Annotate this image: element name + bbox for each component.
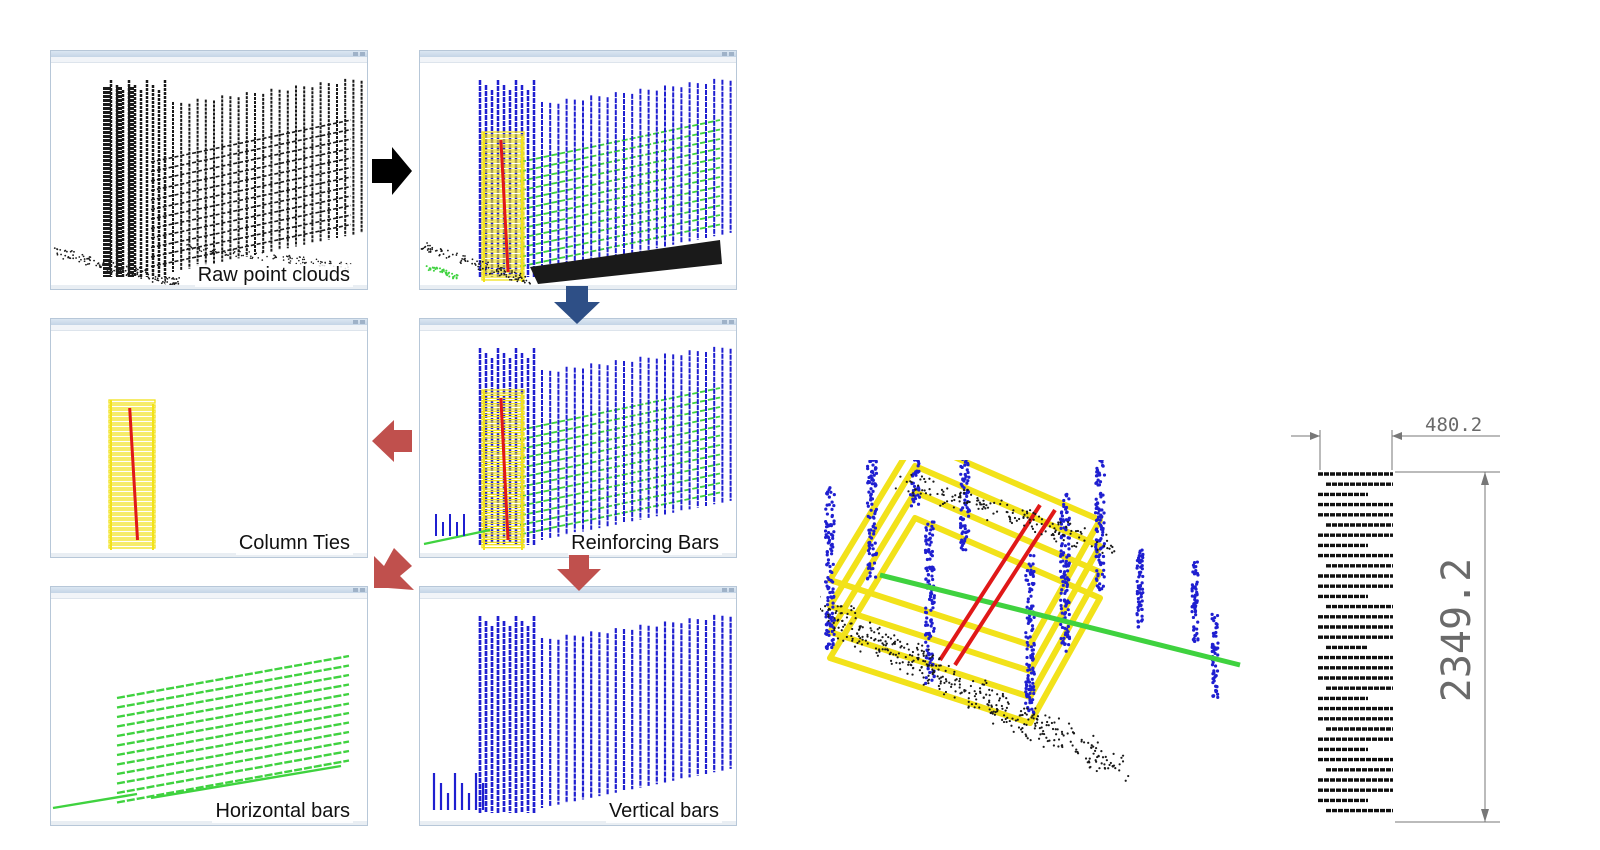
- panel-label-horizontal: Horizontal bars: [212, 800, 353, 823]
- panel-vertical-bars: Vertical bars: [419, 586, 737, 826]
- window-titlebar: [420, 51, 736, 57]
- raw-point-cloud: [53, 78, 363, 287]
- window-titlebar: [51, 319, 367, 325]
- window-toolbar: [51, 57, 367, 63]
- arrow-down-icon: [554, 286, 600, 324]
- window-statusbar: [420, 821, 736, 825]
- arrow-down-icon: [557, 555, 601, 591]
- window-statusbar: [51, 821, 367, 825]
- window-toolbar: [420, 593, 736, 599]
- panel-segmented: [419, 50, 737, 290]
- panel-label-raw: Raw point clouds: [194, 264, 353, 287]
- window-statusbar: [51, 553, 367, 557]
- window-statusbar: [51, 285, 367, 289]
- arrow-right-icon: [372, 147, 412, 195]
- panel-label-vertical: Vertical bars: [605, 800, 722, 823]
- dimension-height: 2349.2: [1434, 558, 1480, 703]
- column-ties-view: [108, 399, 156, 550]
- window-toolbar: [51, 593, 367, 599]
- segmented-point-cloud: [420, 78, 732, 285]
- panel-label-ties: Column Ties: [235, 532, 353, 555]
- window-toolbar: [420, 325, 736, 331]
- window-titlebar: [51, 51, 367, 57]
- rebar-cage-3d-view: [820, 460, 1241, 782]
- window-toolbar: [420, 57, 736, 63]
- dimension-width: 480.2: [1425, 414, 1482, 436]
- arrow-down-left-icon: [374, 548, 414, 590]
- panel-column-ties: Column Ties: [50, 318, 368, 558]
- panel-horizontal-bars: Horizontal bars: [50, 586, 368, 826]
- panel-label-reinforcing: Reinforcing Bars: [568, 532, 722, 555]
- window-toolbar: [51, 325, 367, 331]
- vertical-bars-view: [432, 614, 732, 813]
- arrow-left-icon: [372, 420, 412, 462]
- window-titlebar: [51, 587, 367, 593]
- horizontal-bars-view: [52, 654, 350, 810]
- reinforcing-bars-view: [423, 346, 732, 550]
- panel-raw-point-clouds: Raw point clouds: [50, 50, 368, 290]
- panel-reinforcing-bars: Reinforcing Bars: [419, 318, 737, 558]
- column-dimension-drawing: 480.2 2349.2: [1291, 414, 1500, 823]
